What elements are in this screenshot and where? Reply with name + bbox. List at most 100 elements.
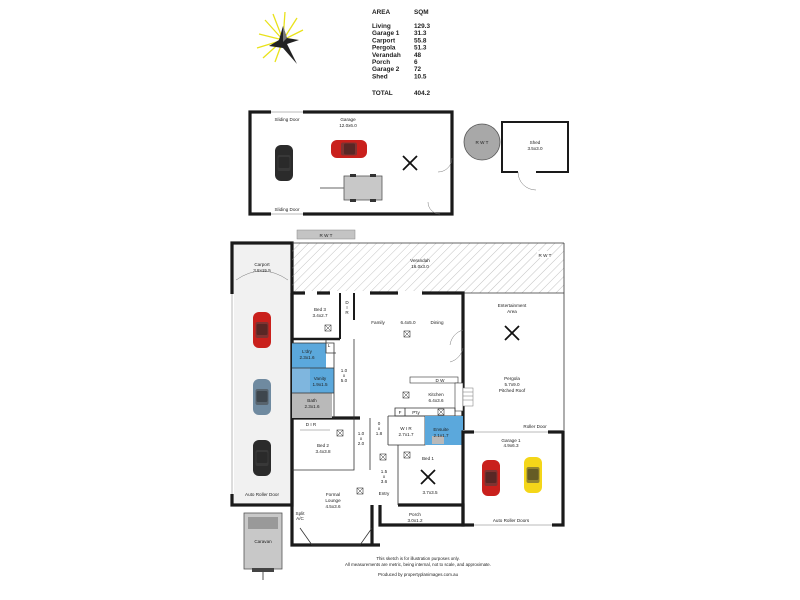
ensuite-dims: 2.1x1.7: [433, 433, 449, 438]
lndry-dims: 2.3x1.6: [299, 355, 315, 360]
kitchen-name: Kitchen: [428, 392, 444, 397]
pergola-name: Pergola: [504, 376, 520, 381]
hall3-a: 0: [378, 421, 381, 426]
auto-roller-door-left-label: Auto Roller Door: [245, 492, 279, 497]
area-row-name: Shed: [372, 73, 388, 80]
bath: [292, 393, 332, 418]
area-row-name: Carport: [372, 37, 396, 44]
hall2-c: 2.0: [358, 441, 365, 446]
kitchen-dims: 6.4x3.6: [428, 398, 444, 403]
car-icon: [275, 145, 293, 181]
ensuite-name: Ensuite: [433, 427, 449, 432]
smoke-detector-icon: [403, 330, 411, 338]
area-row-value: 10.5: [414, 73, 427, 80]
trailer-icon: [320, 174, 383, 202]
porch-name: Porch: [409, 512, 421, 517]
car-icon: [253, 379, 271, 415]
car-icon: [482, 460, 500, 496]
hall4-a: 1.5: [381, 469, 388, 474]
hall3-b: x: [378, 426, 381, 431]
hall3-c: 1.8: [376, 431, 383, 436]
disclaimer-line-1: This sketch is for illustration purposes…: [376, 556, 459, 561]
rwt-top-label: R W T: [320, 233, 333, 238]
ceiling-fan-icon: [402, 155, 418, 171]
entertainment-name: Entertainment: [498, 303, 527, 308]
entertainment-sub: Area: [507, 309, 517, 314]
area-row-name: Porch: [372, 59, 390, 66]
area-row-name: Garage 1: [372, 30, 400, 37]
hall4-b: x: [383, 474, 386, 479]
smoke-detector-icon: [402, 391, 410, 399]
compass-star-icon: [256, 11, 304, 64]
bed2-name: Bed 2: [317, 443, 329, 448]
pergola-sub: Pitched Roof: [499, 388, 526, 393]
bed3-dims: 3.4x2.7: [312, 313, 328, 318]
area-row-name: Garage 2: [372, 66, 400, 73]
vanity-name: Vanity: [314, 376, 327, 381]
sliding-door-bottom-label: Sliding Door: [274, 207, 299, 212]
smoke-detector-icon: [356, 487, 364, 495]
hall2-a: 1.0: [358, 431, 365, 436]
area-row-value: 72: [414, 66, 422, 73]
smoke-detector-icon: [403, 451, 411, 459]
garage2-name: Garage: [340, 117, 356, 122]
disclaimer-line-2: All measurements are metric, being inter…: [345, 562, 491, 567]
rwt-tank: R W T: [463, 123, 501, 161]
shed-dims: 3.5x3.0: [527, 146, 543, 151]
area-row-value: 129.3: [414, 23, 430, 30]
area-row-name: Living: [372, 23, 391, 30]
caravan: Caravan: [243, 512, 283, 580]
car-icon: [253, 312, 271, 348]
wir-dims: 2.7x1.7: [398, 432, 414, 437]
verandah-name: Verandah: [410, 258, 430, 263]
area-row-value: 51.3: [414, 45, 427, 52]
unit-header: SQM: [414, 9, 429, 16]
area-row-value: 31.3: [414, 30, 427, 37]
hall-b: x: [343, 373, 346, 378]
caravan-label: Caravan: [254, 539, 272, 544]
carport-dims: 3.8x15.5: [253, 268, 271, 273]
area-row-name: Verandah: [372, 52, 401, 59]
garage2-dims: 12.0x6.0: [339, 123, 357, 128]
verandah: [292, 243, 564, 293]
verandah-dims: 16.0x3.0: [411, 264, 429, 269]
rwt-tank-label: R W T: [476, 140, 489, 145]
ceiling-fan-icon: [420, 469, 436, 485]
area-row-name: Pergola: [372, 45, 396, 52]
sliding-door-top-label: Sliding Door: [274, 117, 299, 122]
garage1-dims: 4.9x6.3: [503, 443, 519, 448]
shed: Shed 3.5x3.0: [501, 121, 569, 191]
formal-sub: Lounge: [325, 498, 341, 503]
fridge-label: F: [399, 410, 402, 415]
auto-roller-door-right-label: Auto Roller Doors: [493, 518, 530, 523]
area-row-value: 55.8: [414, 37, 427, 44]
hall4-c: 3.6: [381, 479, 388, 484]
garage-2: Sliding Door Sliding Door Garage 12.0x6.…: [248, 110, 454, 216]
pergola-dims: 5.7x9.0: [504, 382, 520, 387]
bed2-dims: 3.4x3.8: [315, 449, 331, 454]
shed-name: Shed: [530, 140, 541, 145]
formal-dims: 4.5x3.6: [325, 504, 341, 509]
carport-name: Carport: [254, 262, 270, 267]
split-b: A/C: [296, 516, 304, 521]
kitchen-bench: [409, 376, 459, 384]
vanity: [310, 368, 334, 393]
smoke-detector-icon: [437, 408, 445, 416]
rwt-strip: [296, 229, 356, 240]
bed3-name: Bed 3: [314, 307, 326, 312]
bath-name: Bath: [307, 398, 317, 403]
total-value: 404.2: [414, 90, 430, 97]
dir2-label: D I R: [306, 422, 317, 427]
pantry-label: P'ty: [412, 410, 420, 415]
dining-label: Dining: [430, 320, 443, 325]
wir-name: W I R: [400, 426, 412, 431]
producer-line: Produced by propertyplanimages.com.au: [378, 572, 459, 577]
bath-dims: 2.3x1.6: [304, 404, 320, 409]
hall-c: 5.0: [341, 378, 348, 383]
area-header: AREA: [372, 9, 390, 16]
bed1-name: Bed 1: [422, 456, 434, 461]
rwt-right-label: R W T: [539, 253, 552, 258]
family-label: Family: [371, 320, 385, 325]
